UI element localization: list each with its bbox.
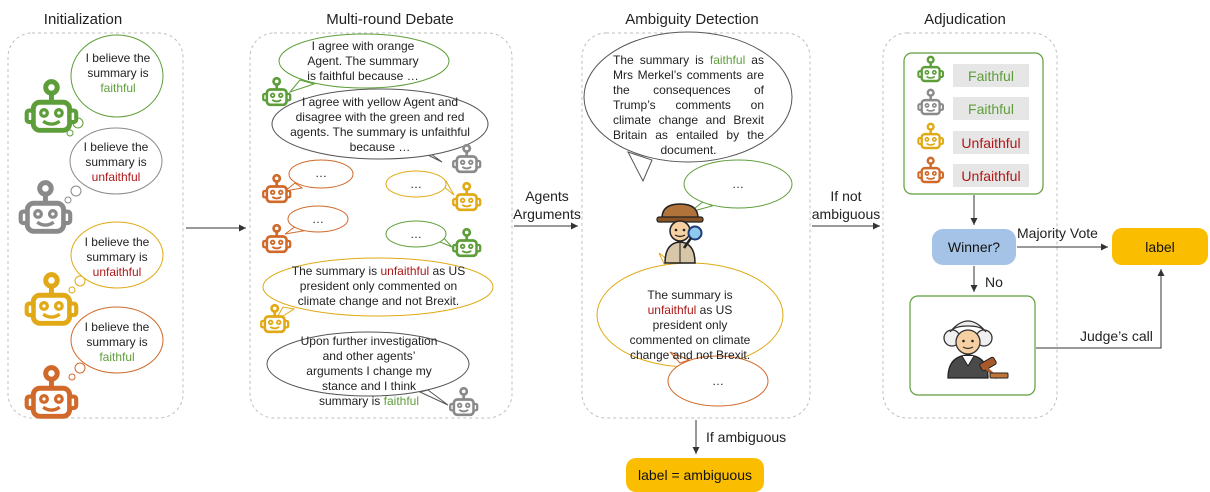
debate-ellipsis-4: … [410, 227, 422, 241]
vote-label-3: Unfaithful [953, 131, 1029, 154]
final-label-node [1112, 228, 1208, 265]
robot-orange-icon [27, 368, 77, 417]
init-thought-gray: I believe the summary is unfaithful [83, 140, 149, 184]
debate-bubble-green-small [385, 220, 453, 248]
debate-bubble-gray-1 [271, 88, 489, 163]
robot-green-icon [27, 82, 77, 131]
debate-ellipsis-3: … [312, 212, 324, 226]
debate-msg-1: I agree with orange Agent. The summary i… [307, 39, 419, 83]
debate-bubble-orange-small-2 [284, 205, 349, 235]
debate-bubble-gray-final [266, 331, 470, 406]
ambiguity-ellipsis-1: … [732, 177, 744, 191]
debate-panel [249, 32, 513, 419]
debate-ellipsis-2: … [410, 177, 422, 191]
ambiguity-bubble-top [583, 31, 793, 183]
thought-cloud-orange [68, 306, 164, 381]
edge-label-agents-arguments: Agents Arguments [513, 188, 581, 222]
ambiguous-label-text: label = ambiguous [637, 467, 753, 483]
vote-label-4: Unfaithful [953, 164, 1029, 187]
stage-title-initialization: Initialization [43, 11, 123, 28]
debate-robot-orange-2 [261, 223, 292, 254]
debate-msg-2: I agree with yellow Agent and disagree w… [290, 95, 470, 154]
ambiguity-top-text: The summary is faithful as Mrs Merkel’s … [613, 53, 764, 157]
stage-title-adjudication: Adjudication [924, 11, 1006, 28]
debate-robot-gray-2 [448, 386, 479, 417]
ambiguity-bubble-orange [667, 351, 769, 407]
votes-box [903, 52, 1044, 195]
stage-title-ambiguity: Ambiguity Detection [625, 11, 759, 28]
debate-robot-green-2 [451, 227, 482, 258]
init-thought-green: I believe the summary is faithful [85, 51, 151, 95]
debate-bubble-yellow-small [385, 170, 455, 198]
adjudication-panel [882, 32, 1058, 419]
flow-arrows [186, 195, 1165, 454]
thought-cloud-yellow [68, 221, 164, 294]
detective-icon [656, 203, 704, 264]
edge-label-if-ambiguous: If ambiguous [706, 429, 787, 445]
init-thought-yellow: I believe the summary is unfaithful [84, 235, 150, 279]
ambiguity-bottom-text: The summary is unfaithful as US presiden… [629, 288, 751, 362]
thought-cloud-gray [64, 127, 163, 204]
initialization-panel [7, 32, 184, 419]
edge-label-if-not-ambiguous: If not ambiguous [811, 188, 881, 222]
debate-bubble-orange-small-1 [284, 159, 354, 192]
ambiguity-ellipsis-2: … [712, 374, 724, 388]
debate-msg-3: The summary is unfaithful as US presiden… [291, 264, 466, 308]
init-thought-orange: I believe the summary is faithful [84, 320, 150, 364]
edge-label-no: No [985, 274, 1003, 290]
ambiguity-bubble-green [683, 159, 793, 213]
debate-bubble-green-1 [278, 33, 450, 94]
debate-robot-orange-1 [261, 173, 292, 204]
debate-msg-4: Upon further investigation and other age… [300, 334, 438, 408]
ambiguous-label-node [626, 458, 764, 492]
debate-ellipsis-1: … [315, 166, 327, 180]
edge-label-judges-call: Judge’s call [1080, 328, 1153, 344]
vote-label-2: Faithful [953, 97, 1029, 120]
judge-icon [943, 320, 1009, 380]
final-label-text: label [1145, 238, 1175, 255]
robot-gray-icon [21, 183, 71, 232]
winner-node [932, 229, 1016, 265]
debate-robot-yellow-1 [451, 181, 482, 212]
vote-label-1: Faithful [953, 64, 1029, 87]
robot-yellow-icon [27, 275, 77, 324]
edge-label-majority-vote: Majority Vote [1017, 225, 1098, 241]
stage-title-debate: Multi-round Debate [326, 11, 454, 28]
winner-node-label: Winner? [947, 239, 1001, 255]
